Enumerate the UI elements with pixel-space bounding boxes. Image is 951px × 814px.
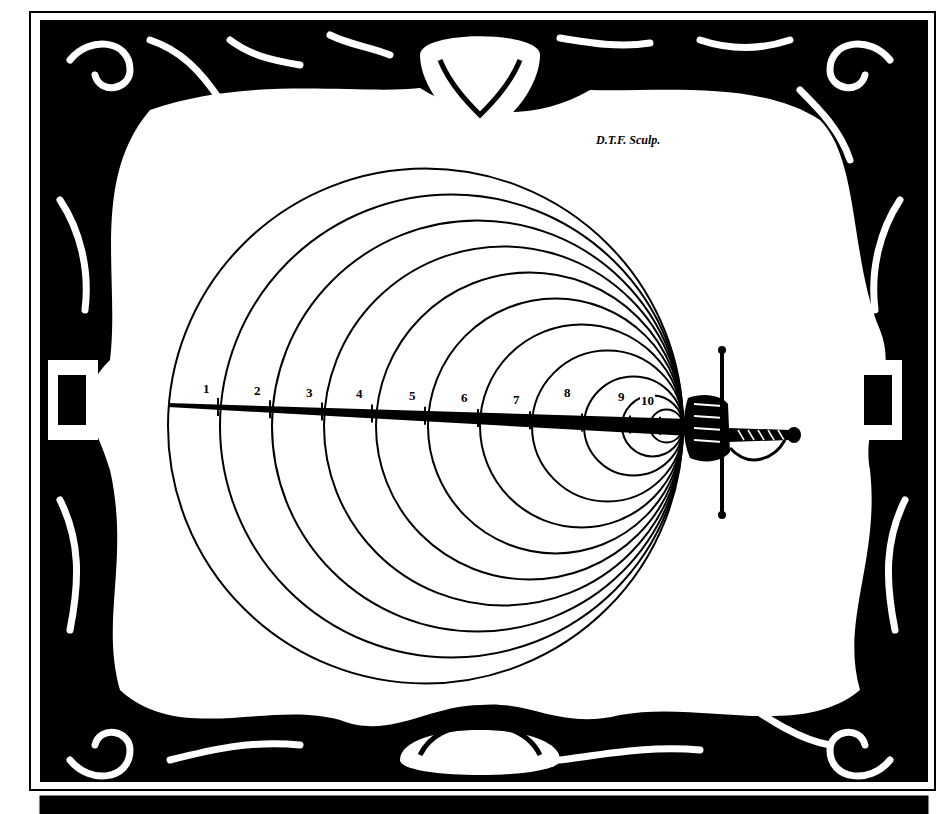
callout-number: 6 <box>460 391 469 404</box>
sword-hilt <box>684 346 801 519</box>
callout-number: 1 <box>202 382 211 395</box>
tick-mark <box>477 409 479 427</box>
cartouche <box>48 36 902 775</box>
tick-mark <box>581 413 583 431</box>
engraver-signature: D.T.F. Sculp. <box>596 134 660 146</box>
callout-number: 3 <box>305 386 314 399</box>
tick-mark <box>371 405 373 423</box>
sword-blade <box>168 403 690 436</box>
circle-arc <box>324 247 683 606</box>
tick-marks <box>218 398 660 435</box>
next-plate <box>40 796 928 814</box>
ornamental-frame <box>40 20 928 782</box>
tick-mark <box>424 407 426 425</box>
tick-mark <box>529 411 531 429</box>
tick-mark <box>217 398 219 416</box>
callout-number: 10 <box>640 394 655 407</box>
tick-mark <box>629 415 631 433</box>
callout-number: 2 <box>253 384 262 397</box>
callout-number: 9 <box>617 390 626 403</box>
outer-rule <box>30 12 935 790</box>
tick-mark <box>321 402 323 420</box>
tick-mark <box>659 417 661 435</box>
frame-interior <box>88 88 885 726</box>
callout-number: 5 <box>408 389 417 402</box>
callout-number: 4 <box>355 387 364 400</box>
callout-number: 7 <box>512 393 521 406</box>
foliage <box>60 35 905 776</box>
tick-mark <box>269 400 271 418</box>
callout-number: 8 <box>563 386 572 399</box>
